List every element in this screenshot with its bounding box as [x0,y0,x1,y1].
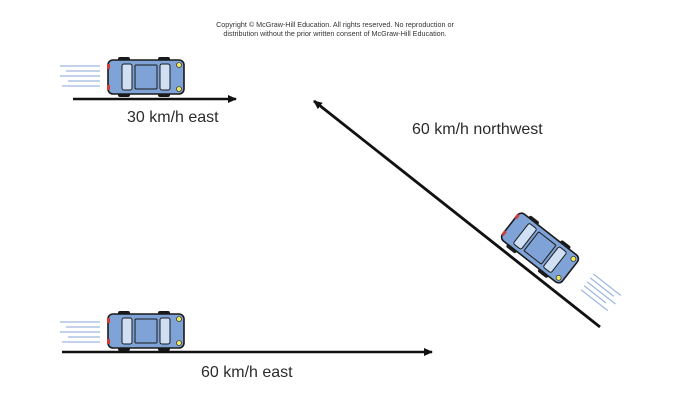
bottom-car [106,310,185,352]
bottom-car-group [59,310,433,356]
top-car-speed-label: 30 km/h east [127,109,219,126]
copyright-notice: Copyright © McGraw-Hill Education. All r… [165,20,505,38]
diagonal-car-group [313,99,622,329]
diagonal-car [496,207,584,288]
top-car-group [59,56,237,103]
top-car-speed-lines [59,65,101,87]
copyright-line-2: distribution without the prior written c… [223,29,447,38]
bottom-car-speed-label: 60 km/h east [201,364,293,381]
copyright-line-1: Copyright © McGraw-Hill Education. All r… [216,20,454,29]
diagonal-car-speed-lines [580,273,622,312]
top-car [106,56,185,98]
bottom-car-speed-lines [59,321,101,343]
diagonal-velocity-arrow [313,99,601,329]
diagonal-car-speed-label: 60 km/h northwest [412,121,543,138]
